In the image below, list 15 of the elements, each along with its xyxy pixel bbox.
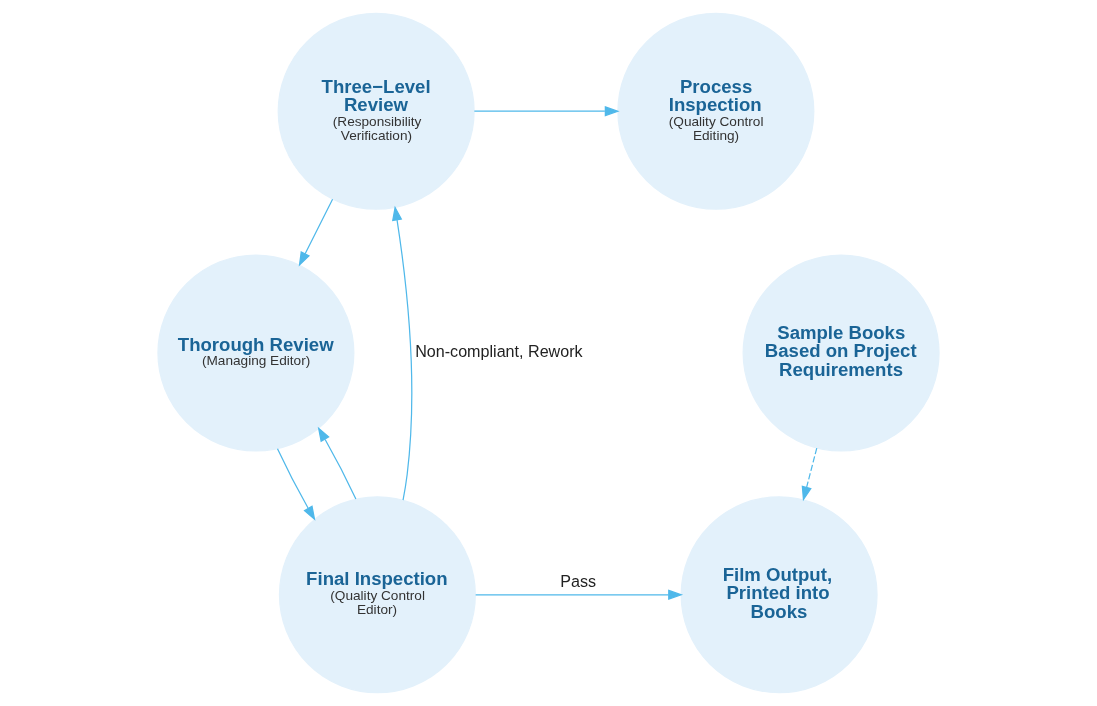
node-circle: Sample Books Based on Project Requirements <box>742 254 940 452</box>
arrow <box>391 205 413 501</box>
arrow <box>317 426 357 500</box>
arrow <box>276 448 316 521</box>
node-circle: Process Inspection (Quality Control Editing) <box>617 12 815 210</box>
arrow <box>473 106 620 117</box>
node-circle: Film Output, Printed into Books <box>680 496 878 694</box>
node-circle: Three−Level Review (Responsibility Verification) <box>277 12 475 210</box>
node-circle: Thorough Review (Managing Editor) <box>157 254 355 452</box>
arrow <box>298 198 334 267</box>
arrow <box>475 589 684 600</box>
arrow <box>801 447 818 502</box>
node-circle: Final Inspection (Quality Control Editor) <box>278 496 476 694</box>
edge-label: Pass <box>560 571 597 590</box>
edge-label: Non-compliant, Rework <box>415 342 583 361</box>
